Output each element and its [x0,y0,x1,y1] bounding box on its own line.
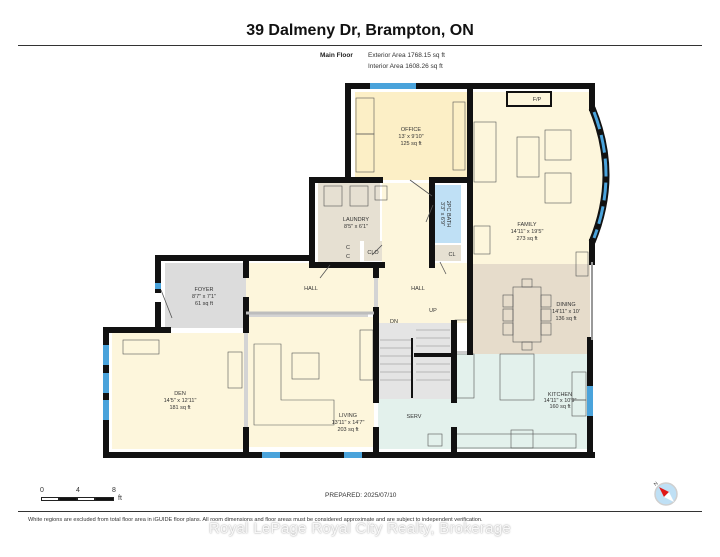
room-closet-c [318,241,360,263]
room-serv [378,399,456,449]
title-divider [18,45,702,46]
scale-segment [41,497,59,501]
disclaimer-text: White regions are excluded from total fl… [28,517,483,523]
foyer-dims: 8'7" x 7'1" [192,294,216,300]
dining-area: 136 sq ft [555,316,577,322]
prepared-date: PREPARED: 2025/07/10 [325,492,397,499]
hall-left-label: HALL [304,286,318,292]
family-area: 273 sq ft [516,236,538,242]
room-hall-right [378,263,470,323]
fp-label: F/P [533,97,542,103]
closet-c1: C [346,245,350,251]
room-kitchen [456,354,590,449]
interior-area: Interior Area 1608.26 sq ft [368,63,443,70]
dining-dims: 14'11" x 10' [552,309,580,315]
room-den [112,333,244,449]
clo-label: CLO [367,250,379,256]
stairs-up-label: UP [429,308,437,314]
serv-label: SERV [407,414,422,420]
family-dims: 14'11" x 19'5" [511,229,544,235]
living-area: 203 sq ft [337,427,359,433]
scale-tick-8: 8 [112,487,116,494]
scale-segment [95,497,114,501]
living-dims: 13'11" x 14'7" [332,420,365,426]
scale-tick-0: 0 [40,487,44,494]
foyer-name: FOYER [195,287,214,293]
page-title: 39 Dalmeny Dr, Brampton, ON [246,22,474,39]
kitchen-dims: 14'11" x 10'9" [544,398,577,404]
room-cl [435,245,461,261]
room-laundry [318,183,380,241]
furniture [122,91,589,449]
closet-c2: C [346,254,350,260]
laundry-dims: 8'5" x 6'1" [344,224,368,230]
doors [160,179,447,319]
room-hall-right-upper [382,183,432,263]
windows [103,83,593,458]
stairs-dn-label: DN [390,319,398,325]
den-area: 181 sq ft [169,405,191,411]
living-name: LIVING [339,413,357,419]
brokerage-watermark: Royal LePage Royal City Realty, Brokerag… [208,520,512,537]
bay-window-glass [592,111,608,239]
bath-name: 2PC BATH [445,201,451,228]
floor-label: Main Floor [320,52,353,59]
bath-dims: 3'3" x 6'9" [439,202,445,226]
scale-segment [59,497,77,501]
den-dims: 14'5" x 12'11" [164,398,197,404]
room-living [248,317,374,447]
room-foyer [165,263,246,328]
room-clo [364,241,382,261]
doorway [244,312,248,452]
kitchen-area: 160 sq ft [549,404,571,410]
hall-right-label: HALL [411,286,425,292]
room-office [355,92,467,180]
family-name: FAMILY [517,222,536,228]
office-dims: 13' x 9'10" [398,134,423,140]
room-stairs [378,323,452,399]
den-name: DEN [174,391,186,397]
room-family [472,92,590,264]
cl-label: CL [448,252,455,258]
room-bath [435,185,461,243]
kitchen-name: KITCHEN [548,392,572,398]
exterior-area: Exterior Area 1768.15 sq ft [368,52,445,59]
office-area: 125 sq ft [400,141,422,147]
compass-icon: N [653,481,678,506]
room-labels: OFFICE 13' x 9'10" 125 sq ft F/P FAMILY … [164,97,580,433]
compass-north: N [653,481,660,488]
footer-divider [18,511,702,512]
room-fills [112,92,603,452]
dining-name: DINING [556,302,575,308]
scale-tick-4: 4 [76,487,80,494]
scale-segment [77,497,95,501]
laundry-name: LAUNDRY [343,217,370,223]
scale-unit: ft [118,495,122,502]
office-name: OFFICE [401,127,421,133]
foyer-area: 61 sq ft [195,301,214,307]
doorway [374,265,378,315]
room-hall-left [246,263,374,313]
